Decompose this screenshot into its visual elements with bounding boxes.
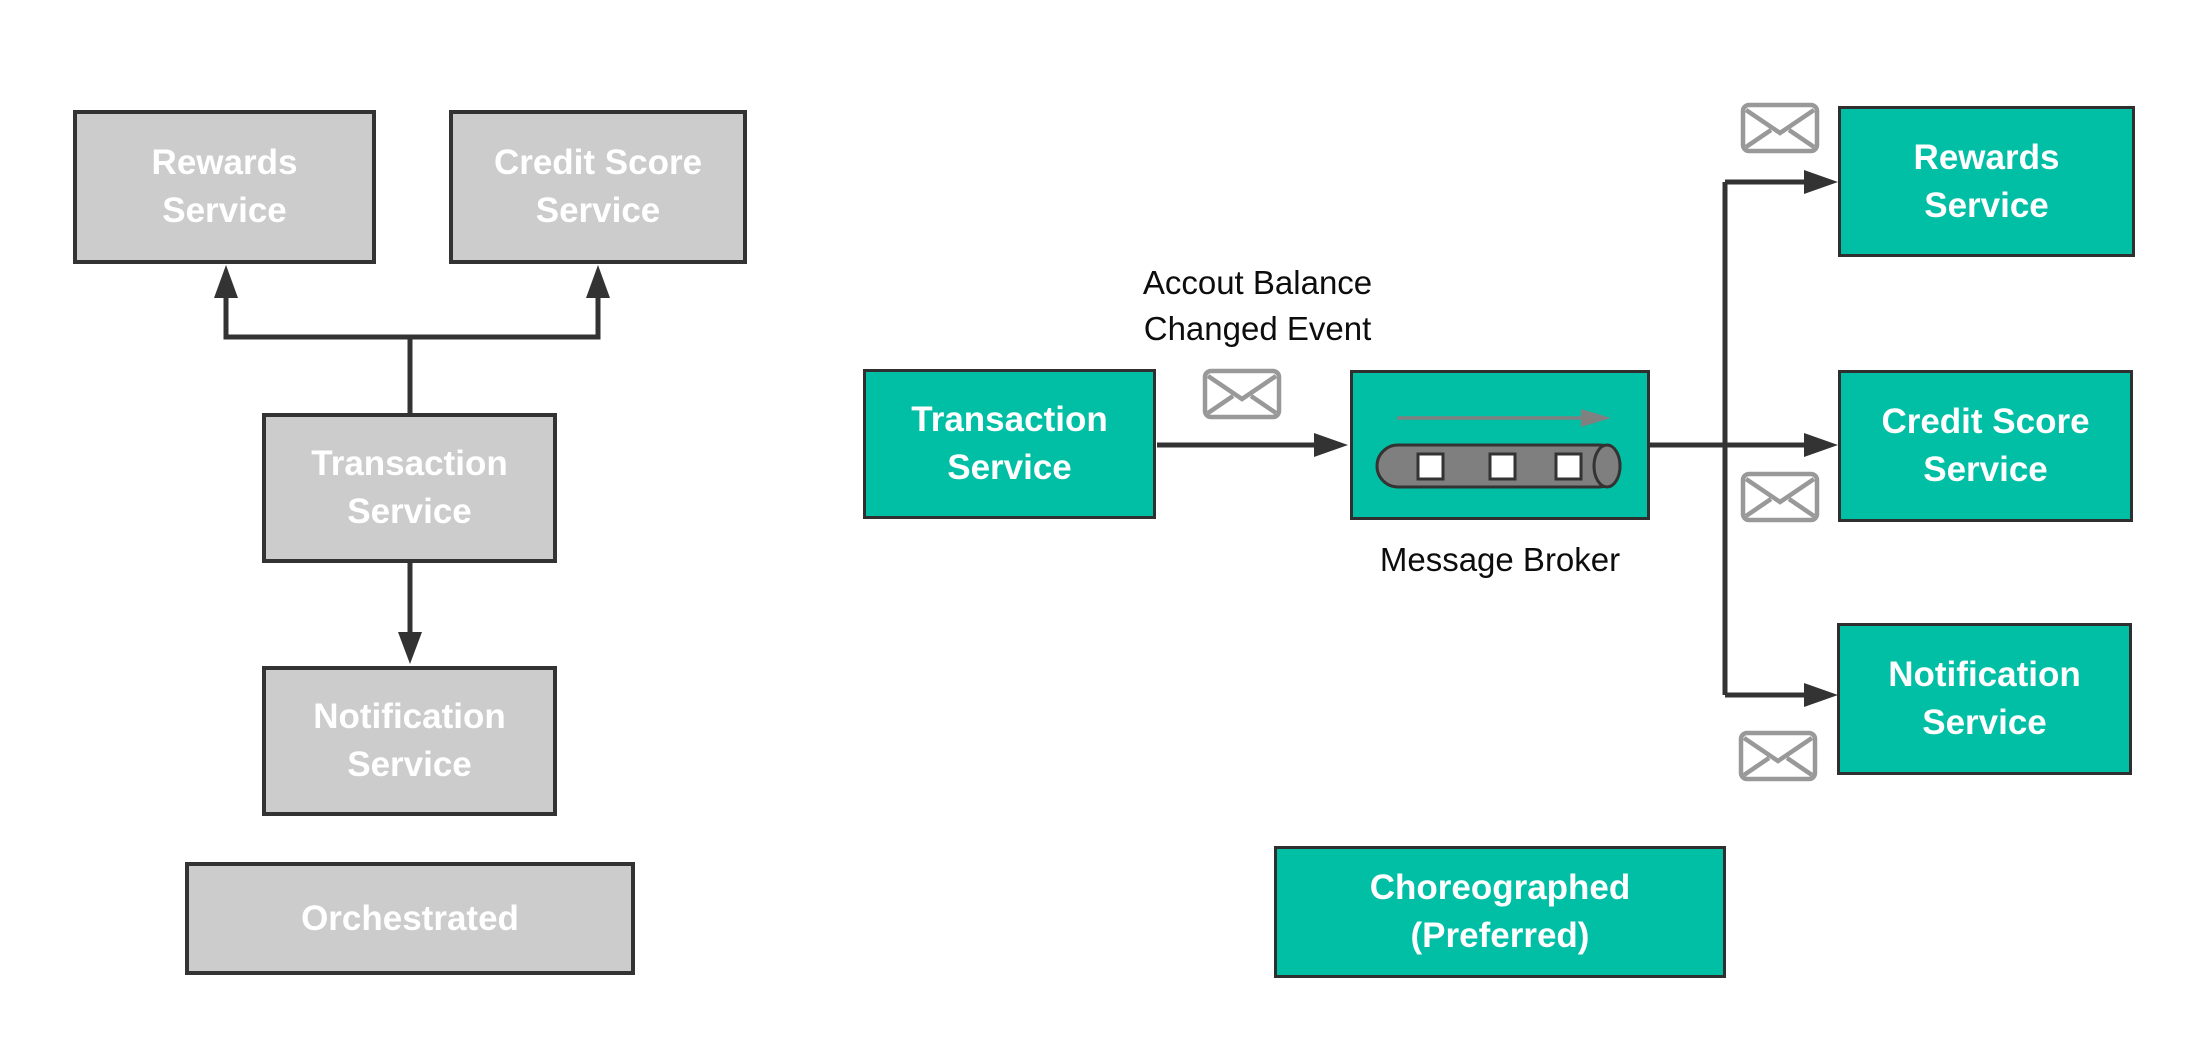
box-label: Transaction bbox=[911, 400, 1108, 439]
message-envelope-icon bbox=[1738, 730, 1818, 782]
message-envelope-icon bbox=[1202, 368, 1282, 420]
box-label: Notification bbox=[313, 697, 506, 736]
message-broker-label: Message Broker bbox=[1379, 541, 1621, 578]
arrow-branch-to-rewards-and-credit bbox=[223, 296, 601, 340]
box-label: Service bbox=[1922, 703, 2047, 742]
arrowhead-to-credit-left bbox=[586, 265, 610, 298]
box-label: Service bbox=[1924, 185, 2049, 225]
box-transaction-service-orchestrated: Transaction Service bbox=[262, 413, 557, 563]
box-label: Service bbox=[162, 191, 287, 230]
box-label: Notification bbox=[1888, 655, 2081, 694]
box-label: Credit Score bbox=[1881, 402, 2090, 441]
queued-message-square bbox=[1488, 452, 1517, 481]
queued-message-square bbox=[1416, 452, 1445, 481]
message-envelope-icon bbox=[1740, 471, 1820, 523]
box-notification-service-choreographed: Notification Service bbox=[1837, 623, 2132, 775]
box-label: Transaction bbox=[311, 444, 508, 483]
box-label: Service bbox=[535, 191, 661, 230]
box-credit-score-service-orchestrated: Credit Score Service bbox=[449, 110, 747, 264]
queued-message-square bbox=[1554, 452, 1583, 481]
box-credit-score-service-choreographed: Credit Score Service bbox=[1838, 370, 2133, 522]
caption-orchestrated: Orchestrated bbox=[185, 862, 635, 975]
flow-direction-arrow-icon bbox=[1397, 409, 1611, 427]
arrowhead-to-notification-left bbox=[398, 632, 422, 664]
message-queue-pipe-icon bbox=[1375, 409, 1622, 489]
arrowhead-to-broker bbox=[1314, 433, 1348, 457]
box-label: Service bbox=[947, 448, 1072, 487]
arrowhead-to-notification-right bbox=[1804, 683, 1838, 707]
box-rewards-service-orchestrated: Rewards Service bbox=[73, 110, 376, 264]
box-label: Service bbox=[1923, 450, 2048, 489]
box-label: Rewards bbox=[1913, 137, 2060, 177]
box-message-broker bbox=[1350, 370, 1650, 520]
box-label: Credit Score bbox=[493, 143, 703, 182]
arrowhead-to-rewards-left bbox=[214, 265, 238, 298]
event-name-label: Accout Balance Changed Event bbox=[1085, 260, 1430, 352]
caption-label: Choreographed bbox=[1369, 868, 1631, 907]
box-label: Rewards bbox=[151, 143, 298, 182]
caption-label: Orchestrated bbox=[301, 898, 519, 938]
queue-pipe bbox=[1375, 443, 1622, 489]
box-transaction-service-choreographed: Transaction Service bbox=[863, 369, 1156, 519]
event-name-line1: Accout Balance bbox=[1142, 264, 1373, 301]
box-rewards-service-choreographed: Rewards Service bbox=[1838, 106, 2135, 257]
arrowhead-to-credit-right bbox=[1804, 433, 1838, 457]
box-notification-service-orchestrated: Notification Service bbox=[262, 666, 557, 816]
event-name-line2: Changed Event bbox=[1143, 310, 1372, 347]
box-label: Service bbox=[347, 492, 472, 531]
box-label: Service bbox=[347, 745, 472, 784]
caption-choreographed-preferred: Choreographed (Preferred) bbox=[1274, 846, 1726, 978]
message-envelope-icon bbox=[1740, 102, 1820, 154]
caption-label: (Preferred) bbox=[1410, 916, 1590, 955]
arrowhead-to-rewards-right bbox=[1804, 170, 1838, 194]
